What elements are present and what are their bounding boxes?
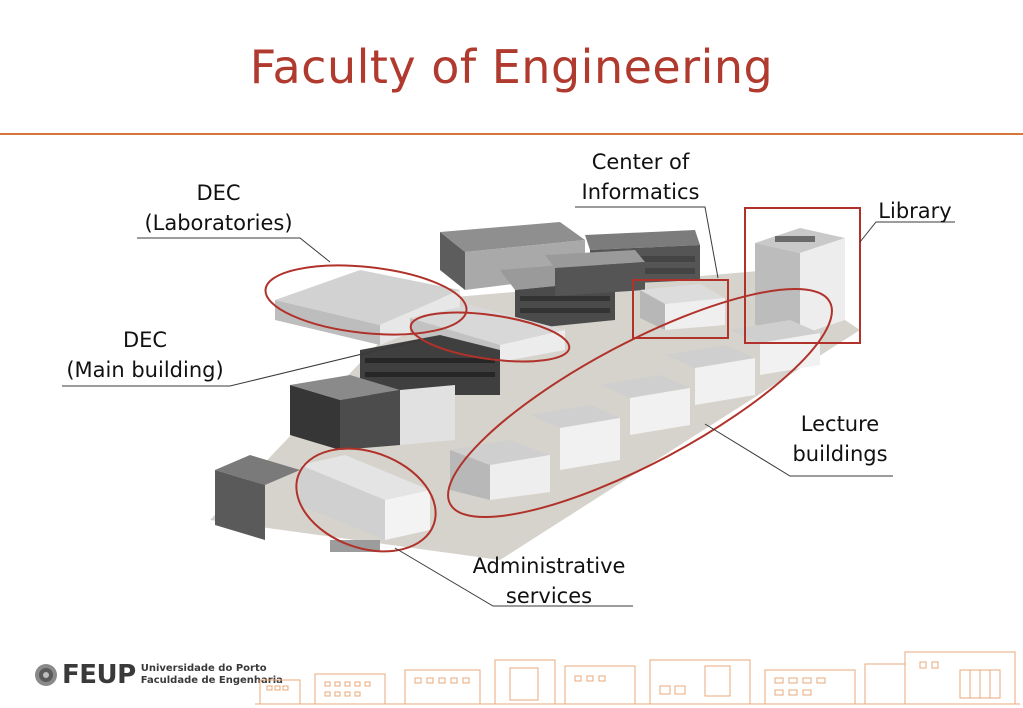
label-lecture-line2: buildings — [792, 442, 888, 466]
leader-library — [859, 221, 955, 243]
highlight-dec-laboratories — [264, 264, 468, 336]
building-front-left — [215, 455, 300, 540]
university-seal-icon — [35, 664, 57, 686]
building-library — [755, 228, 845, 335]
building-left-dark — [290, 375, 455, 450]
footer-building-line-art — [255, 651, 1020, 705]
leader-dec-laboratories — [137, 237, 331, 263]
page-title: Faculty of Engineering — [249, 40, 774, 94]
label-dec-laboratories-line1: DEC — [196, 181, 241, 205]
lecture-buildings — [450, 320, 820, 500]
title-divider — [0, 133, 1023, 135]
highlight-dec-main — [409, 311, 571, 363]
label-dec-laboratories-line2: (Laboratories) — [144, 211, 293, 235]
label-informatics-line2: Informatics — [581, 180, 700, 204]
label-lecture-line1: Lecture — [800, 412, 880, 436]
label-admin-line2: services — [505, 584, 593, 608]
label-lecture-buildings: Lecture buildings — [785, 409, 895, 469]
leader-center-of-informatics — [575, 206, 719, 279]
leader-administrative-services — [394, 547, 633, 607]
highlight-lecture-buildings — [447, 288, 833, 518]
label-library: Library — [878, 199, 952, 223]
building-administrative-services — [300, 455, 430, 552]
university-name: Universidade do Porto — [140, 663, 267, 674]
label-dec-main-line2: (Main building) — [66, 358, 224, 382]
label-informatics-line1: Center of — [591, 150, 690, 174]
leader-lecture-buildings — [704, 423, 893, 477]
label-dec-main-building: DEC (Main building) — [55, 325, 235, 385]
feup-brand: FEUP — [62, 660, 136, 690]
label-administrative-services: Administrative services — [460, 551, 638, 611]
highlight-center-of-informatics — [632, 279, 729, 339]
highlight-library — [744, 207, 861, 344]
label-admin-line1: Administrative — [472, 554, 626, 578]
feup-subtitle: Universidade do Porto Faculdade de Engen… — [141, 663, 283, 687]
label-center-of-informatics: Center of Informatics — [568, 147, 713, 207]
building-center-of-informatics — [640, 284, 725, 330]
faculty-name: Faculdade de Engenharia — [140, 675, 283, 686]
highlight-administrative-services — [295, 447, 437, 553]
label-dec-laboratories: DEC (Laboratories) — [137, 178, 300, 238]
feup-logo: FEUP Universidade do Porto Faculdade de … — [34, 660, 283, 690]
leader-dec-main — [62, 339, 421, 387]
building-middle-blocks — [500, 250, 645, 330]
label-dec-main-line1: DEC — [122, 328, 168, 352]
building-dec-main — [360, 305, 565, 395]
